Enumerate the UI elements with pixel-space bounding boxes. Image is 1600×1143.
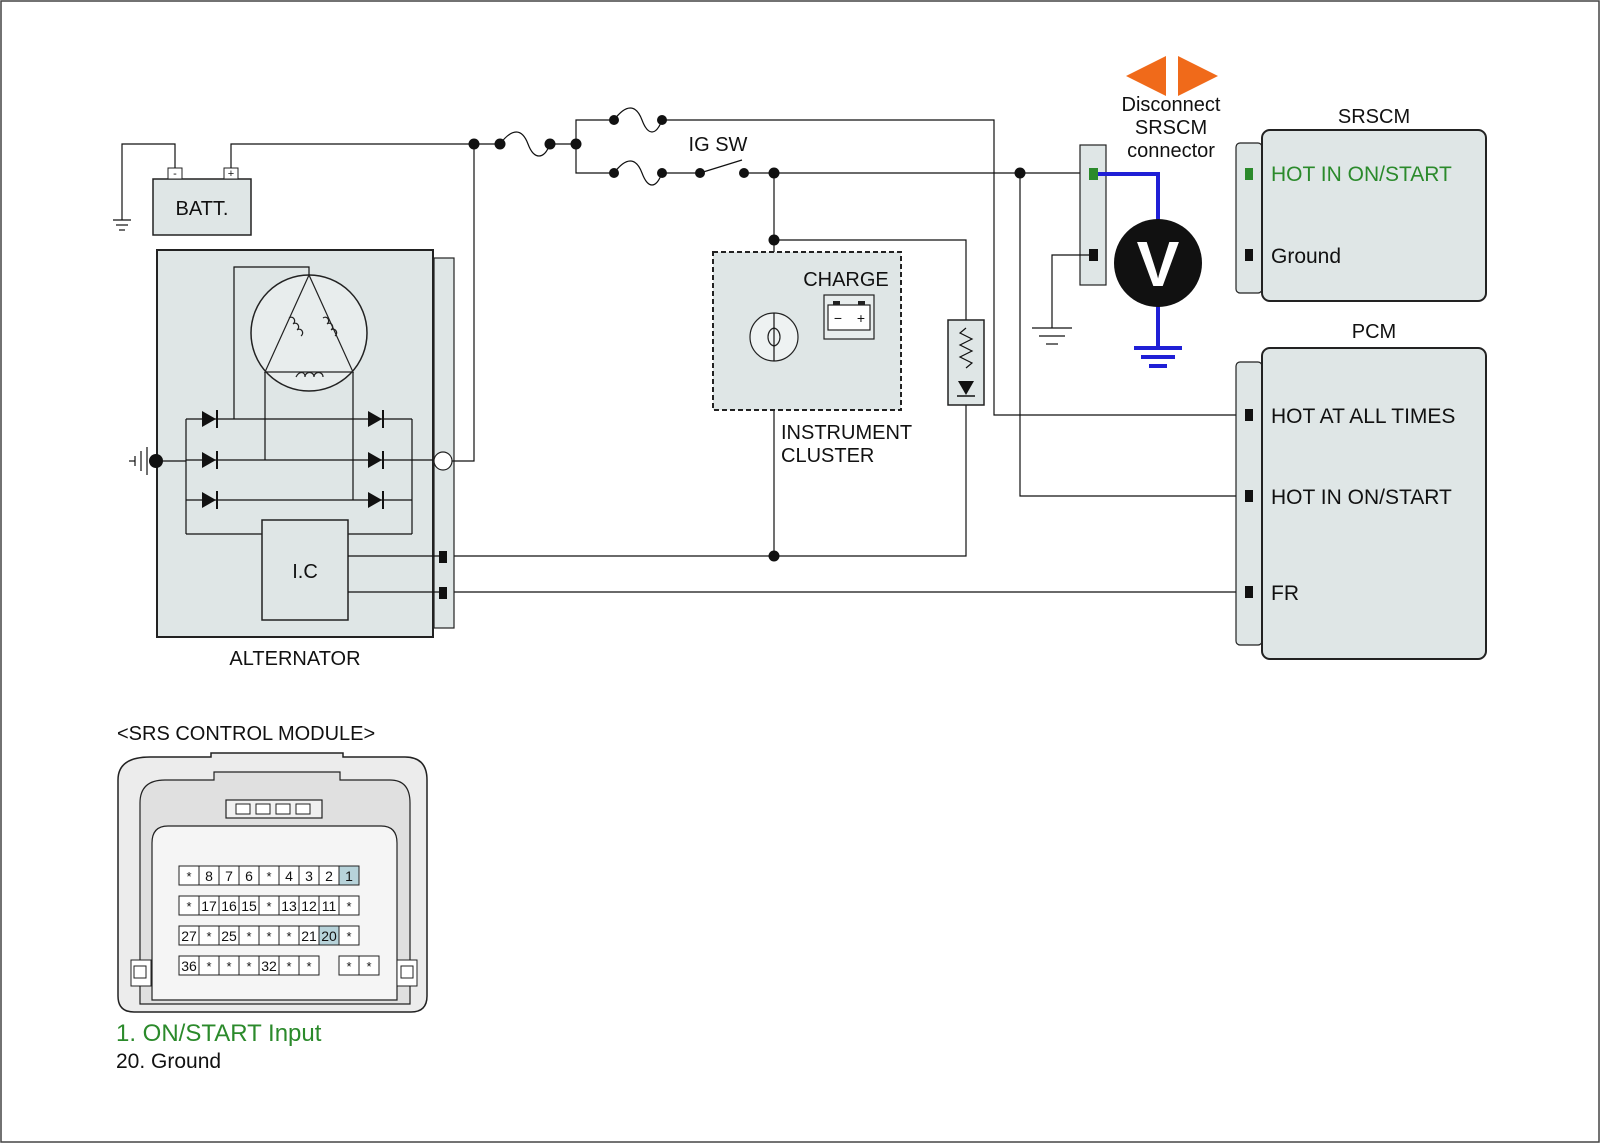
voltmeter (1114, 219, 1202, 307)
connector-pin-label: * (246, 929, 251, 944)
connector-pin-label: * (186, 899, 191, 914)
svg-text:+: + (857, 310, 865, 326)
resistor-diode-block (947, 319, 985, 406)
srscm-harness-connector (1079, 144, 1107, 286)
srs-module-title: <SRS CONTROL MODULE> (117, 723, 375, 745)
srscm-hot-in-on-start: HOT IN ON/START (1271, 163, 1452, 186)
connector-pin-label: * (366, 959, 371, 974)
legend-on-start-input: 1. ON/START Input (116, 1020, 322, 1047)
connector-pin-label: 6 (245, 868, 253, 884)
alternator (129, 249, 455, 638)
battery-positive-label: + (228, 168, 234, 180)
connector-pin-cell (338, 925, 360, 946)
disconnect-label-1: Disconnect (1122, 94, 1221, 116)
battery-label: BATT. (176, 198, 229, 220)
connector-pin-label: * (186, 869, 191, 884)
charge-label: CHARGE (803, 269, 889, 291)
connector-pin-label: 1 (345, 868, 353, 884)
connector-pin-label: * (266, 899, 271, 914)
connector-pin-label: 27 (181, 928, 197, 944)
connector-pin-label: 25 (221, 928, 237, 944)
pcm-hot-at-all-times: HOT AT ALL TIMES (1271, 405, 1455, 428)
battery-negative-label: - (173, 168, 177, 180)
disconnect-label-3: connector (1127, 140, 1215, 162)
srscm-title: SRSCM (1338, 106, 1410, 128)
connector-pin-label: * (346, 899, 351, 914)
pcm-hot-in-on-start: HOT IN ON/START (1271, 486, 1452, 509)
connector-pin-label: * (206, 959, 211, 974)
connector-pin-label: * (346, 929, 351, 944)
connector-pin-label: * (346, 959, 351, 974)
alternator-output-wire (452, 144, 475, 462)
connector-pin-label: * (286, 959, 291, 974)
connector-pin-label: 15 (241, 898, 257, 914)
connector-pin-label: 16 (221, 898, 237, 914)
connector-pin-label: * (306, 959, 311, 974)
connector-pin-label: * (266, 869, 271, 884)
connector-pin-label: 7 (225, 868, 233, 884)
connector-pin-label: * (226, 959, 231, 974)
connector-pin-label: 21 (301, 928, 317, 944)
connector-pin-label: 4 (285, 868, 293, 884)
connector-pin-label: * (286, 929, 291, 944)
battery-ground-wire (113, 143, 176, 231)
pcm-fr: FR (1271, 582, 1299, 605)
legend-ground: 20. Ground (116, 1050, 221, 1073)
alternator-label: ALTERNATOR (229, 648, 360, 670)
connector-pin-label: 8 (205, 868, 213, 884)
connector-pin-label: * (206, 929, 211, 944)
disconnect-label-2: SRSCM (1135, 117, 1207, 139)
connector-pin-label: 17 (201, 898, 217, 914)
voltmeter-probe-wires (1098, 172, 1182, 368)
srscm-module (1235, 129, 1487, 302)
connector-pin-label: 13 (281, 898, 297, 914)
harness-ground-wire (1032, 254, 1089, 345)
connector-pin-label: 11 (322, 898, 337, 914)
pcm-module (1235, 347, 1487, 660)
ic-label: I.C (292, 561, 318, 583)
srscm-ground: Ground (1271, 245, 1341, 268)
pcm-ignition-wire (1019, 173, 1246, 497)
voltmeter-label: V (1137, 228, 1180, 300)
connector-pin-cell (338, 865, 360, 886)
connector-pin-label: * (266, 929, 271, 944)
connector-pin-label: 12 (301, 898, 317, 914)
connector-pin-label: * (246, 959, 251, 974)
connector-pin-label: 20 (321, 928, 337, 944)
svg-text:−: − (834, 310, 842, 326)
connector-pin-cell (358, 955, 380, 976)
connector-pin-cell (298, 955, 320, 976)
battery: - + BATT. (152, 167, 252, 236)
connector-pin-label: 3 (305, 868, 313, 884)
pcm-title: PCM (1352, 321, 1396, 343)
connector-pin-label: 2 (325, 868, 333, 884)
connector-pin-label: 36 (181, 958, 197, 974)
connector-pin-cell (338, 895, 360, 916)
instrument-cluster-label-1: INSTRUMENT (781, 422, 912, 444)
instrument-cluster-label-2: CLUSTER (781, 445, 874, 467)
battery-positive-wire (230, 143, 474, 168)
instrument-cluster: − + (712, 251, 902, 411)
ig-switch-label: IG SW (689, 134, 748, 156)
connector-pin-label: 32 (261, 958, 277, 974)
